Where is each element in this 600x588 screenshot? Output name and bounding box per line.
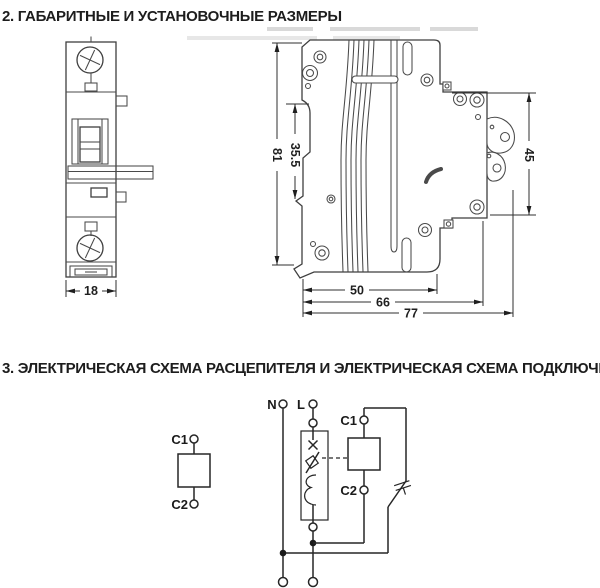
scan-artifact	[330, 27, 420, 31]
din-clip	[69, 265, 113, 278]
release-c2-terminal	[189, 499, 199, 509]
front-view	[65, 36, 154, 278]
trip-element	[304, 474, 317, 506]
side-tab	[115, 191, 127, 203]
arc-slot	[424, 167, 443, 184]
neutral-terminal	[278, 399, 288, 409]
side-view	[293, 39, 515, 279]
slot	[401, 237, 412, 273]
c2-terminal	[359, 485, 369, 495]
c2-label: C2	[340, 483, 357, 498]
release-c1-label: C1	[171, 432, 188, 447]
scan-artifact	[430, 27, 478, 31]
dim-rail-mount-height: 45	[452, 92, 536, 216]
dim-50-label: 50	[350, 284, 364, 298]
release-coil-box	[177, 453, 211, 488]
dim-18-label: 18	[84, 284, 98, 298]
dim-depth-base: 50	[302, 274, 438, 317]
breaker-out-terminal	[308, 522, 318, 532]
dim-body-height: 81	[270, 42, 302, 266]
junction-dot	[279, 549, 287, 557]
dim-77-label: 77	[404, 307, 418, 321]
scan-artifact	[333, 36, 400, 40]
latch-block	[442, 81, 452, 91]
dim-35-5-label: 35.5	[288, 143, 302, 167]
breaker-side-outline	[293, 39, 488, 279]
line-label: L	[297, 397, 305, 412]
side-tab	[115, 95, 128, 107]
breaker-symbol	[300, 430, 329, 521]
interlock-plate	[67, 165, 154, 180]
rail-latch-cams	[486, 116, 515, 182]
c1-label: C1	[340, 413, 357, 428]
latch-block	[443, 219, 454, 229]
breaker-contact-blade	[305, 451, 320, 474]
dim-81-label: 81	[270, 148, 284, 162]
top-terminal-screw	[76, 46, 104, 92]
scan-artifact	[267, 27, 313, 31]
marking-window	[90, 187, 108, 198]
line-terminal	[308, 399, 318, 409]
scan-artifact	[187, 36, 317, 40]
breaker-in-terminal	[308, 418, 318, 428]
toggle-lever	[71, 118, 109, 165]
button-contact-blade	[387, 480, 407, 508]
face-channels	[340, 39, 375, 272]
dim-front-width: 18	[65, 280, 117, 298]
dim-depth-mid: 66	[303, 221, 484, 310]
dim-45-label: 45	[522, 148, 536, 162]
release-c1-terminal	[189, 434, 199, 444]
clamp-band	[351, 75, 399, 84]
release-schematic: C1 C2	[171, 432, 211, 512]
dim-66-label: 66	[376, 296, 390, 310]
c1-terminal	[359, 415, 369, 425]
section-2-heading: 2. ГАБАРИТНЫЕ И УСТАНОВОЧНЫЕ РАЗМЕРЫ	[2, 8, 342, 25]
bottom-terminal-screw	[76, 234, 104, 262]
push-button-symbol	[283, 480, 412, 554]
neutral-out-terminal	[277, 576, 289, 588]
slot	[402, 41, 413, 76]
line-out-terminal	[307, 576, 319, 588]
release-box	[347, 437, 381, 471]
release-branch: C2 C1	[313, 407, 407, 544]
screw-bosses	[301, 50, 485, 261]
dim-depth-total: 77	[303, 190, 514, 321]
neutral-label: N	[267, 397, 276, 412]
section-3-heading: 3. ЭЛЕКТРИЧЕСКАЯ СХЕМА РАСЦЕПИТЕЛЯ И ЭЛЕ…	[2, 360, 600, 377]
release-c2-label: C2	[171, 497, 188, 512]
dim-rail-seat-offset: 35.5	[286, 103, 309, 199]
connection-schematic: N L	[267, 397, 412, 588]
channel-slot	[390, 40, 398, 253]
